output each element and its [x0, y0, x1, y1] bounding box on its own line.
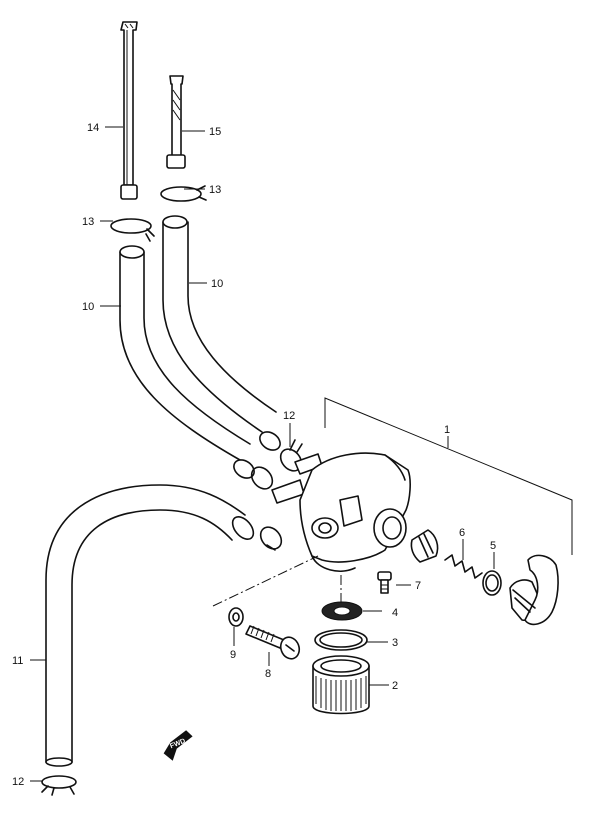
part-15-short-pipe: [166, 75, 186, 169]
leader-lines: [30, 126, 495, 782]
callout-15: 15: [209, 126, 221, 138]
part-13-hose-clip-upper: [160, 185, 207, 202]
part-5-o-ring: [482, 570, 502, 596]
part-12-clip-bottom: [41, 775, 77, 796]
callout-3: 3: [392, 637, 398, 649]
fuel-cock-lever: [509, 554, 559, 626]
callout-10-right: 10: [211, 278, 223, 290]
callout-1: 1: [444, 424, 450, 436]
part-8-bolt: [245, 625, 301, 660]
part-12-clip-middle: [250, 466, 274, 490]
part-3-o-ring: [314, 629, 368, 651]
callout-4: 4: [392, 607, 398, 619]
callout-11: 11: [12, 655, 23, 667]
callout-10-left: 10: [82, 301, 94, 313]
callout-numbers: 1 2 3 4 5 6 7 8 9 10 10 11 12 12 13 13 1…: [12, 122, 496, 788]
callout-6: 6: [459, 527, 465, 539]
callout-7: 7: [415, 580, 421, 592]
callout-14: 14: [87, 122, 99, 134]
callout-9: 9: [230, 649, 236, 661]
callout-2: 2: [392, 680, 398, 692]
assembly-1-bracket: [324, 397, 573, 555]
callout-12-bottom: 12: [12, 776, 24, 788]
part-7-screw: [377, 571, 392, 594]
part-10-fuel-hose-left: [119, 245, 255, 479]
callout-13-left: 13: [82, 216, 94, 228]
part-12-clip-lower: [259, 526, 283, 551]
fwd-label: FWD: [169, 738, 186, 750]
dash-dot-assembly-line: [212, 555, 342, 607]
part-14-long-pipe: [120, 21, 138, 200]
callout-13-right: 13: [209, 184, 221, 196]
part-11-overflow-hose: [45, 484, 255, 767]
part-6-lever-cap-and-spring: [410, 529, 483, 579]
fwd-arrow: FWD: [163, 730, 193, 761]
part-13-hose-clip-lower: [110, 218, 155, 242]
part-2-filter-cup: [312, 655, 370, 715]
callout-5: 5: [490, 540, 496, 552]
part-10-fuel-hose-right: [162, 215, 281, 451]
part-9-washer: [228, 607, 244, 627]
part-4-gasket: [321, 601, 363, 621]
fuel-cock-body: [271, 452, 411, 572]
callout-12-upper: 12: [283, 410, 295, 422]
callout-8: 8: [265, 668, 271, 680]
